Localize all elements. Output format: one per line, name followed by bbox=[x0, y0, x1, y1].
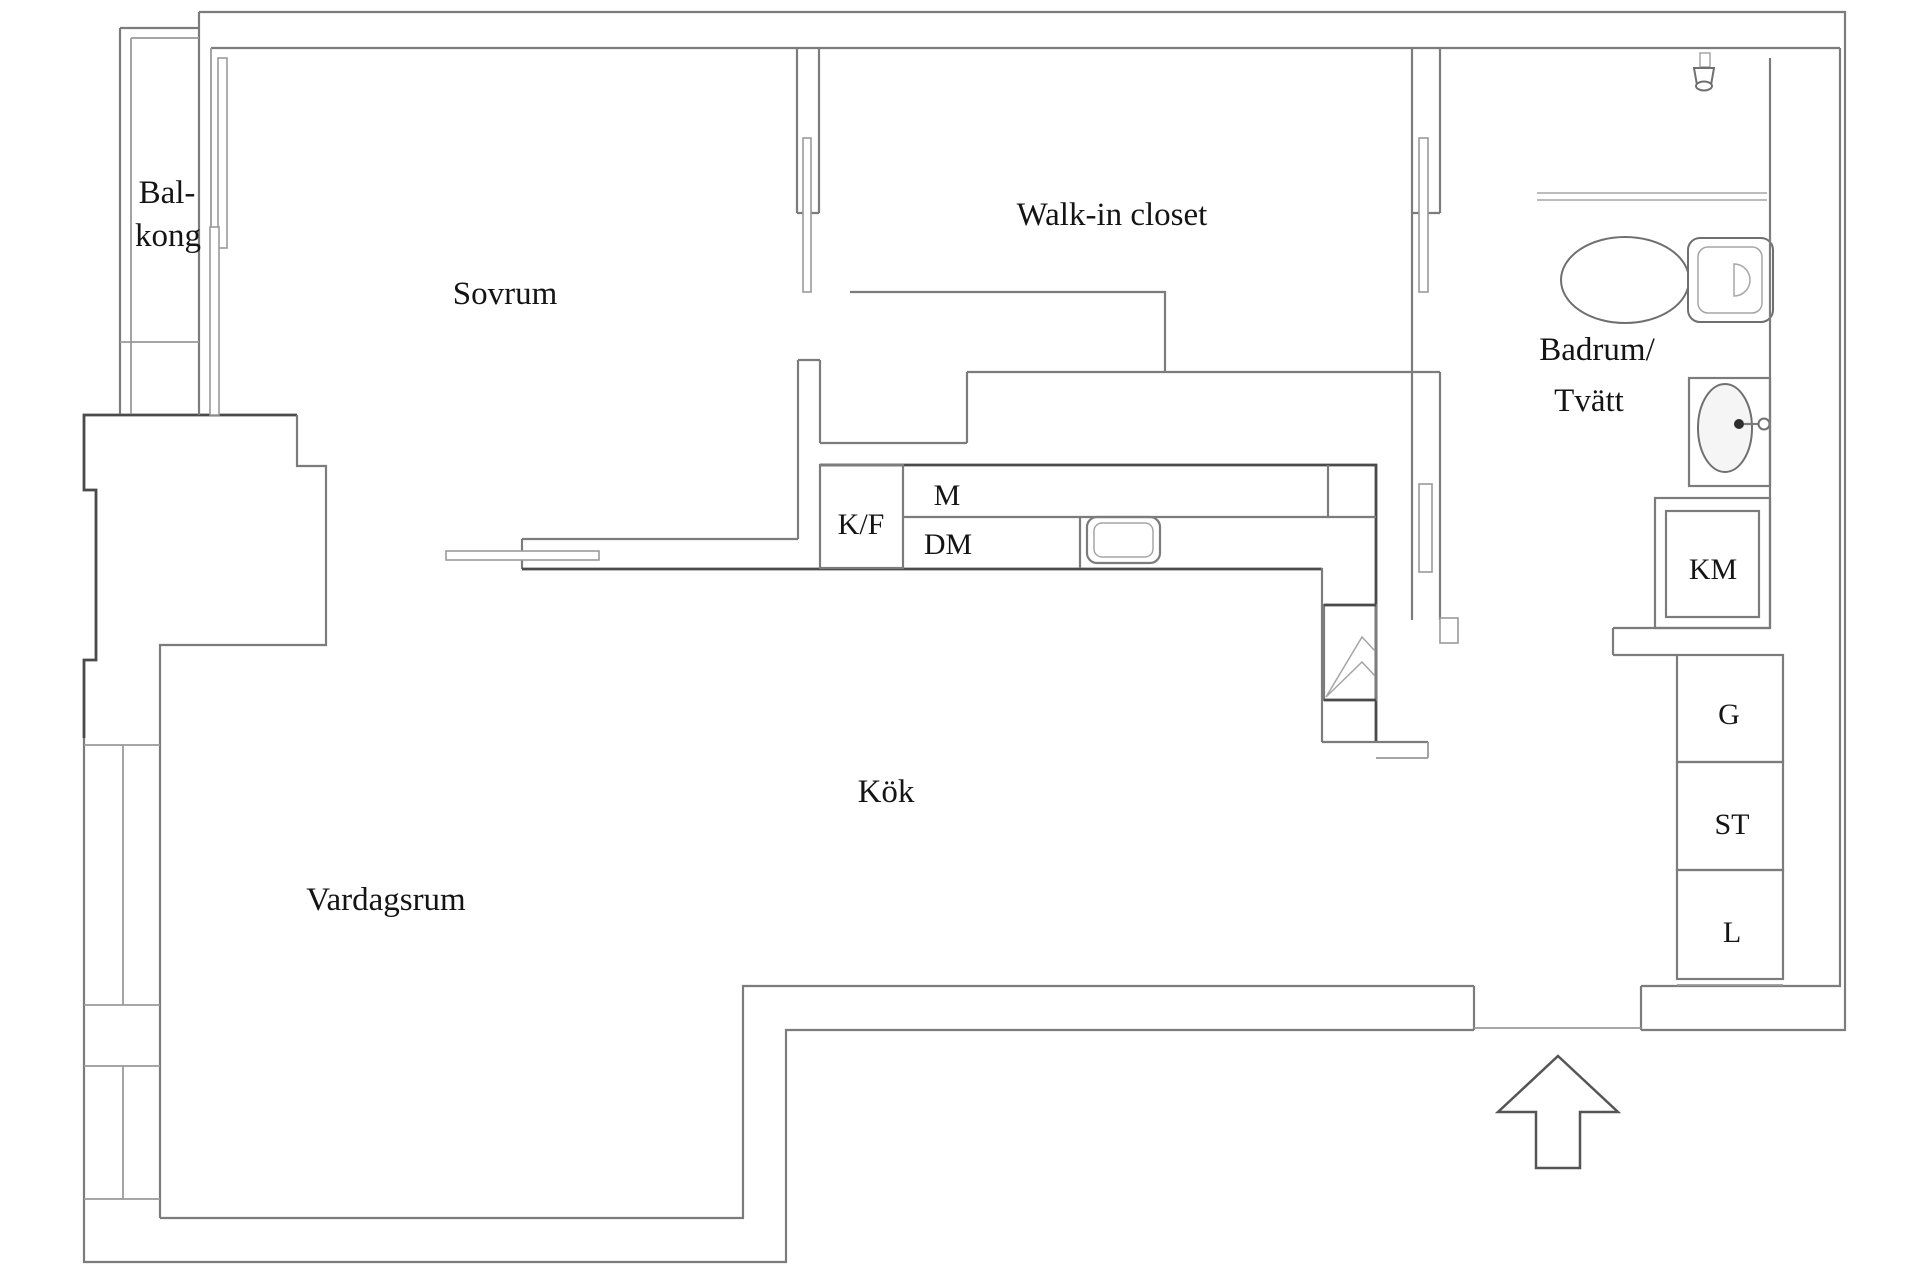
balcony-inner-lines bbox=[120, 37, 212, 415]
outer-wall-bottom-left bbox=[82, 738, 1474, 1264]
bathroom-sink-icon bbox=[1687, 376, 1772, 488]
door-jamb bbox=[1439, 617, 1459, 644]
living-room-label: Vardagsrum bbox=[306, 882, 466, 918]
bathroom: Badrum/ Tvätt KM bbox=[1537, 52, 1774, 657]
balcony-label-line2: kong bbox=[135, 218, 201, 254]
walk-in-south-walls bbox=[820, 290, 1440, 445]
balcony-outer-wall bbox=[118, 12, 201, 415]
toilet-tank-inner bbox=[1697, 246, 1763, 314]
balcony: Bal- kong bbox=[118, 12, 228, 416]
closet-l-label: L bbox=[1723, 916, 1741, 949]
counter-inner-edge bbox=[1320, 568, 1428, 744]
bathroom-label-line2: Tvätt bbox=[1554, 383, 1624, 419]
bay-window-outline bbox=[82, 413, 297, 738]
faucet-base bbox=[1734, 419, 1744, 429]
window-caps bbox=[84, 744, 160, 1200]
closet-g-label: G bbox=[1718, 698, 1740, 731]
living-room-windows bbox=[84, 744, 160, 1200]
toilet-tank bbox=[1687, 237, 1774, 323]
microwave-label: M bbox=[934, 479, 961, 512]
toilet-flush bbox=[1733, 263, 1751, 297]
exterior-walls bbox=[82, 10, 1847, 1264]
bathroom-label-line1: Badrum/ bbox=[1539, 332, 1655, 368]
stove-fan-symbol bbox=[1325, 635, 1376, 698]
hall-closets: G ST L bbox=[1675, 653, 1785, 986]
toilet-bowl bbox=[1560, 236, 1690, 324]
kitchen-sink-basin bbox=[1093, 522, 1154, 558]
closet-st-label: ST bbox=[1714, 808, 1749, 841]
sliding-door-icon bbox=[802, 137, 812, 293]
toilet-icon bbox=[1560, 236, 1774, 324]
kitchen: K/F M DM Kök bbox=[818, 463, 1429, 810]
stove-icon bbox=[1322, 603, 1378, 702]
walk-in-closet-label: Walk-in closet bbox=[1017, 197, 1208, 233]
inner-wall-right bbox=[1641, 48, 1842, 988]
counter-end-stub bbox=[1376, 742, 1429, 759]
entrance-jambs bbox=[1472, 986, 1643, 1030]
kitchen-sink-icon bbox=[1085, 515, 1162, 565]
sliding-door-icon bbox=[1418, 137, 1429, 293]
shower-pipe bbox=[1699, 52, 1711, 68]
bathroom-south-step bbox=[1611, 58, 1772, 657]
washing-machine-box bbox=[1664, 509, 1761, 619]
shower-head-face bbox=[1695, 80, 1713, 92]
sliding-door-icon bbox=[217, 57, 228, 249]
inner-wall-bottom bbox=[160, 984, 1474, 1220]
kitchen-label: Kök bbox=[858, 774, 915, 810]
bedroom-label: Sovrum bbox=[453, 276, 558, 312]
sliding-door-icon bbox=[445, 550, 600, 561]
washing-machine-label: KM bbox=[1689, 553, 1737, 586]
closet-l-box bbox=[1675, 868, 1785, 981]
outer-wall-top-right bbox=[199, 10, 1847, 1032]
bedroom: Sovrum bbox=[445, 48, 1322, 571]
sliding-door-pocket bbox=[1418, 483, 1433, 573]
stove-caps bbox=[1324, 603, 1376, 702]
living-room: Vardagsrum bbox=[306, 882, 466, 918]
sink-basin bbox=[1697, 383, 1753, 473]
bedroom-east-wall-lower bbox=[796, 358, 822, 539]
dishwasher-label: DM bbox=[924, 528, 972, 561]
living-room-inner-corner bbox=[158, 415, 328, 1218]
fridge-freezer-label: K/F bbox=[838, 508, 885, 541]
sliding-door-icon bbox=[209, 226, 220, 416]
walk-in-closet: Walk-in closet bbox=[820, 48, 1459, 644]
entrance bbox=[1494, 1054, 1622, 1170]
walk-in-bathroom-wall bbox=[1410, 48, 1442, 620]
shower-icon bbox=[1692, 52, 1716, 92]
shower-rail bbox=[1537, 192, 1767, 201]
balcony-label-line1: Bal- bbox=[139, 175, 196, 211]
entrance-arrow-icon bbox=[1494, 1054, 1622, 1170]
faucet-knob bbox=[1757, 417, 1771, 431]
